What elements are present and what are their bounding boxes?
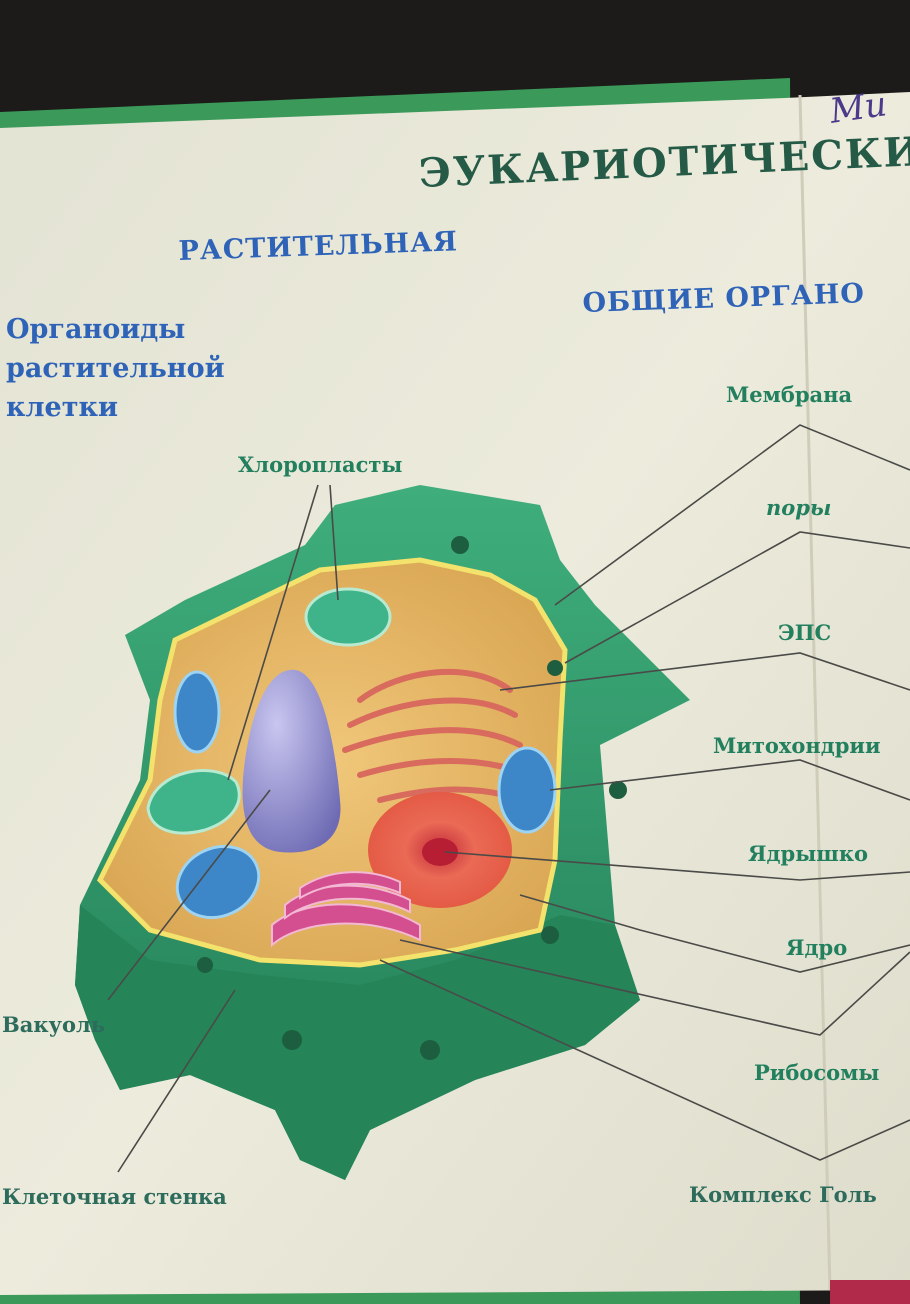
label-nucleus: Ядро: [786, 935, 848, 960]
side-heading-line-2: растительной: [6, 353, 225, 384]
label-vacuole: Вакуоль: [2, 1012, 106, 1037]
handwritten-note: Ми: [827, 84, 890, 132]
label-golgi: Комплекс Голь: [689, 1182, 877, 1207]
side-heading-line-1: Органоиды: [6, 314, 186, 345]
leader-lines: [107, 424, 910, 1173]
label-membrane: Мембрана: [726, 382, 853, 407]
label-cell-wall: Клеточная стенка: [2, 1184, 227, 1209]
poster-bottom-edge: [830, 1280, 910, 1304]
pores-group: [197, 536, 627, 1060]
mitochondria-illustration: [173, 670, 557, 920]
label-nucleolus: Ядрышко: [748, 841, 868, 866]
label-eps: ЭПС: [778, 620, 832, 645]
fold-crease: [798, 94, 832, 1291]
golgi-illustration: [271, 871, 421, 948]
nucleus-illustration: [242, 669, 341, 853]
nucleolus-core: [422, 838, 458, 866]
label-ribosomes: Рибосомы: [754, 1060, 880, 1085]
label-chloroplasts: Хлоропласты: [238, 452, 403, 477]
side-heading-line-3: клетки: [6, 392, 118, 423]
side-heading: Органоиды растительной клетки: [6, 310, 225, 427]
label-mitochondria: Митохондрии: [713, 733, 881, 758]
cell-wall-front: [75, 905, 640, 1180]
chloroplasts-illustration: [146, 587, 392, 835]
label-pores: поры: [766, 495, 832, 520]
